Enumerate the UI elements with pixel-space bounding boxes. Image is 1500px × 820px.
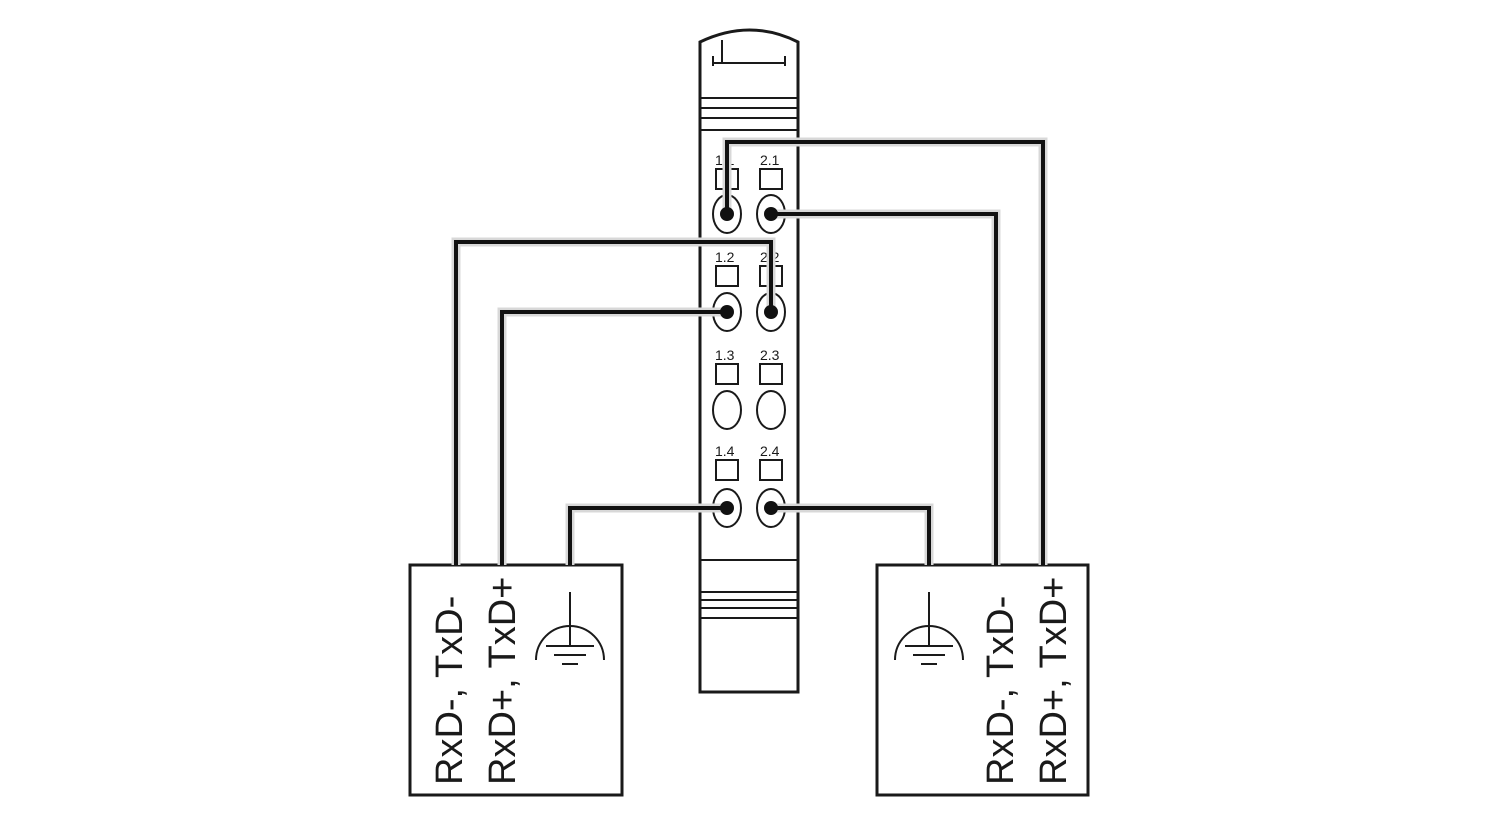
wire-left-rxd-plus <box>500 310 727 565</box>
left-label-rxd-plus: RxD+, TxD+ <box>482 577 524 785</box>
connection-dot-2-2 <box>764 305 778 319</box>
wire-left-ground <box>568 506 727 565</box>
ground-icon <box>894 592 964 665</box>
connection-dot-1-1 <box>720 207 734 221</box>
wire-right-rxd-plus <box>725 140 1045 565</box>
left-device: RxD-, TxD- RxD+, TxD+ <box>408 563 624 797</box>
wire-left-rxd-minus <box>454 240 773 565</box>
left-label-rxd-minus: RxD-, TxD- <box>429 596 471 785</box>
release-button-1-4[interactable] <box>715 459 739 481</box>
connection-dot-1-2 <box>720 305 734 319</box>
terminal-label-1-4: 1.4 <box>715 443 735 459</box>
wire-right-ground <box>771 506 931 565</box>
terminal-label-2-1: 2.1 <box>760 152 780 168</box>
connection-dot-2-4 <box>764 501 778 515</box>
terminal-label-1-3: 1.3 <box>715 347 735 363</box>
din-rail-icon <box>712 40 786 66</box>
ground-icon <box>535 592 605 665</box>
terminal-socket-2-3[interactable] <box>756 390 786 430</box>
wire-right-rxd-minus <box>771 212 998 565</box>
release-button-1-3[interactable] <box>715 363 739 385</box>
release-button-2-4[interactable] <box>759 459 783 481</box>
release-button-2-3[interactable] <box>759 363 783 385</box>
terminal-label-1-2: 1.2 <box>715 249 735 265</box>
right-device: RxD-, TxD- RxD+, TxD+ <box>875 563 1090 797</box>
release-button-1-2[interactable] <box>715 265 739 287</box>
connection-dot-1-4 <box>720 501 734 515</box>
right-label-rxd-minus: RxD-, TxD- <box>980 596 1022 785</box>
wires <box>451 137 1048 565</box>
terminal-label-2-3: 2.3 <box>760 347 780 363</box>
right-label-rxd-plus: RxD+, TxD+ <box>1033 577 1075 785</box>
release-button-2-1[interactable] <box>759 168 783 190</box>
left-device-box <box>408 563 624 797</box>
connection-dot-2-1 <box>764 207 778 221</box>
right-device-box <box>875 563 1090 797</box>
terminal-label-2-4: 2.4 <box>760 443 780 459</box>
terminal-socket-1-3[interactable] <box>712 390 742 430</box>
terminal-block: 1.1 2.1 1.2 2.2 1.3 2.3 1.4 2.4 <box>698 28 800 694</box>
